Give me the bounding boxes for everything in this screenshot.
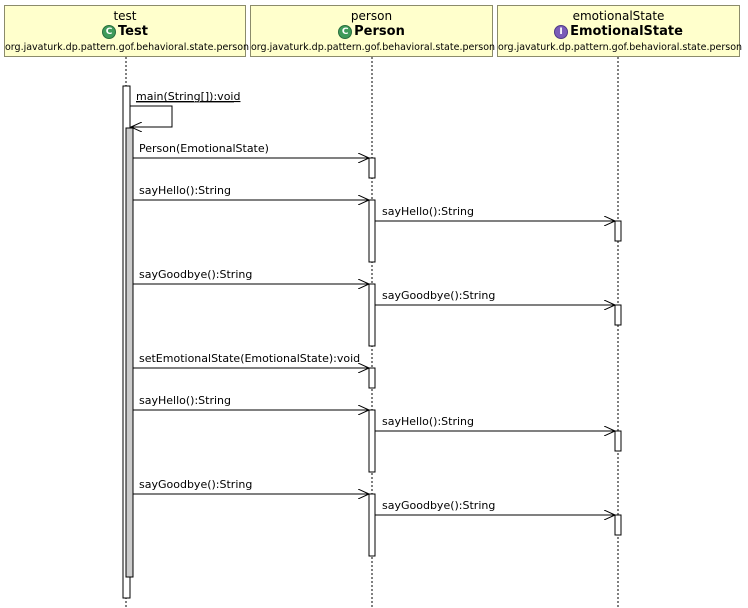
message-label: sayHello():String	[382, 415, 474, 428]
message-label: sayHello():String	[139, 184, 231, 197]
package-name: org.javaturk.dp.pattern.gof.behavioral.s…	[498, 42, 743, 53]
instance-name: person	[350, 9, 393, 23]
package-name: org.javaturk.dp.pattern.gof.behavioral.s…	[251, 42, 496, 53]
instance-name: emotionalState	[572, 9, 665, 23]
activation-bar	[368, 493, 376, 557]
class-icon: C	[102, 25, 117, 39]
message-label: sayGoodbye():String	[382, 289, 495, 302]
message-label: setEmotionalState(EmotionalState):void	[139, 352, 360, 365]
class-name-text: Test	[118, 24, 148, 39]
activation-bar	[368, 157, 376, 179]
activation-bar	[614, 304, 622, 326]
message-label: Person(EmotionalState)	[139, 142, 269, 155]
activation-bar	[614, 220, 622, 242]
activation-bar	[614, 514, 622, 536]
message-label: sayGoodbye():String	[139, 268, 252, 281]
message-label: sayHello():String	[139, 394, 231, 407]
activation-bar	[368, 199, 376, 263]
message-label-main: main(String[]):void	[136, 90, 240, 103]
activation-bar	[368, 409, 376, 473]
class-icon: C	[338, 25, 353, 39]
activation-bar-nested	[125, 127, 134, 578]
message-label: sayGoodbye():String	[382, 499, 495, 512]
activation-bar	[368, 367, 376, 389]
message-arrow-self[interactable]	[130, 105, 173, 127]
class-name-text: Person	[354, 24, 405, 39]
instance-name: test	[113, 9, 137, 23]
class-name-text: EmotionalState	[570, 24, 683, 39]
interface-icon: I	[554, 25, 569, 39]
message-label: sayGoodbye():String	[139, 478, 252, 491]
activation-bar	[368, 283, 376, 347]
message-label: sayHello():String	[382, 205, 474, 218]
activation-bar	[614, 430, 622, 452]
package-name: org.javaturk.dp.pattern.gof.behavioral.s…	[5, 42, 250, 53]
